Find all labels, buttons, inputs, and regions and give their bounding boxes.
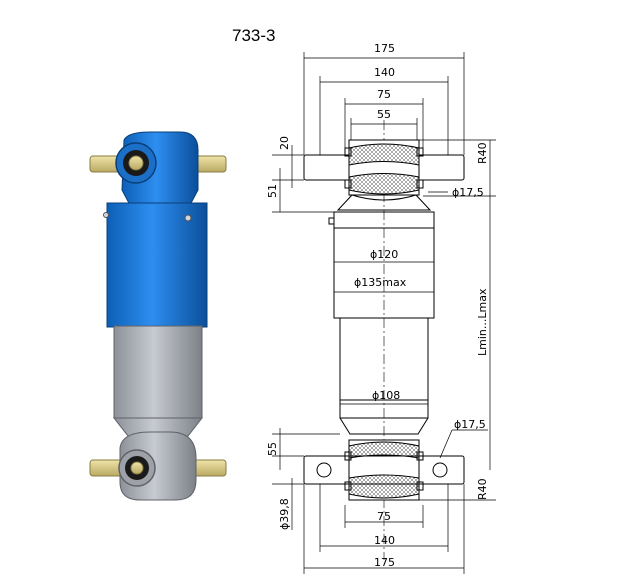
dim-dia-108: ϕ108 — [372, 389, 400, 402]
dim-bottom-175: 175 — [374, 556, 395, 569]
model-number: 733-3 — [232, 26, 276, 45]
dim-length-range: Lmin...Lmax — [476, 288, 489, 356]
dim-left-55: 55 — [266, 442, 279, 456]
engineering-drawing — [272, 52, 496, 574]
dim-bottom-75: 75 — [377, 510, 391, 523]
shock-absorber-render — [89, 131, 227, 501]
dim-left-20: 20 — [278, 136, 291, 150]
dim-dia-17-top: ϕ17,5 — [452, 186, 484, 199]
dim-dia-17-bottom: ϕ17,5 — [454, 418, 486, 431]
dimension-labels: 175 140 75 55 20 51 R40 ϕ17,5 ϕ120 ϕ135m… — [266, 42, 489, 569]
dim-top-75: 75 — [377, 88, 391, 101]
dim-dia-135max: ϕ135max — [354, 276, 407, 289]
dim-dia-39-8: ϕ39,8 — [278, 498, 291, 530]
dim-top-175: 175 — [374, 42, 395, 55]
dim-bottom-140: 140 — [374, 534, 395, 547]
dim-top-55: 55 — [377, 108, 391, 121]
lower-body-tube — [113, 325, 203, 419]
dim-left-51: 51 — [266, 184, 279, 198]
upper-body-tube — [106, 202, 208, 328]
dim-r40-bottom: R40 — [476, 478, 489, 500]
dim-top-140: 140 — [374, 66, 395, 79]
dim-dia-120: ϕ120 — [370, 248, 398, 261]
dim-r40-top: R40 — [476, 142, 489, 164]
